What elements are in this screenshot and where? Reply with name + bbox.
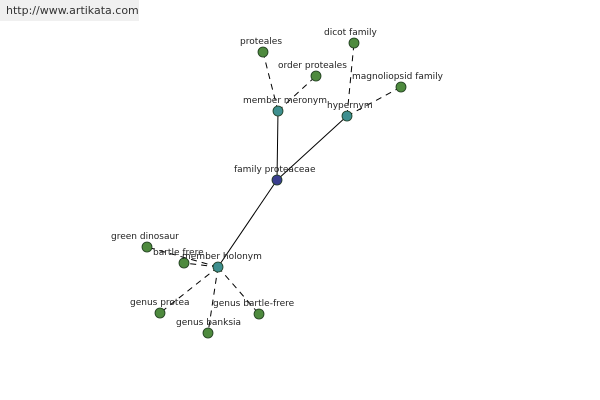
node-label-bartle-frere[interactable]: bartle frere: [153, 248, 204, 258]
node-label-magnoliopsid-family[interactable]: magnoliopsid family: [352, 72, 444, 82]
node-label-green-dinosaur[interactable]: green dinosaur: [111, 232, 179, 242]
node-label-family-proteaceae[interactable]: family proteaceae: [234, 165, 316, 175]
edge-member-holonym-to-green-dinosaur: [146, 246, 219, 268]
node-dicot-family[interactable]: [348, 37, 360, 49]
edge-member-holonym-to-genus-banksia: [207, 266, 219, 334]
node-label-order-proteales[interactable]: order proteales: [278, 61, 347, 71]
node-genus-bartle-frere[interactable]: [253, 308, 265, 320]
node-magnoliopsid-family[interactable]: [395, 81, 407, 93]
node-order-proteales[interactable]: [310, 70, 322, 82]
node-genus-protea[interactable]: [154, 307, 166, 319]
edge-member-meronym-to-order-proteales: [277, 75, 317, 112]
node-label-genus-banksia[interactable]: genus banksia: [176, 318, 241, 328]
node-member-holonym[interactable]: [212, 261, 224, 273]
node-label-hypernym[interactable]: hypernym: [327, 101, 373, 111]
edge-member-holonym-to-genus-protea: [159, 266, 219, 314]
edges-layer: [146, 42, 402, 334]
edge-member-holonym-to-bartle-frere: [183, 262, 219, 268]
node-label-dicot-family[interactable]: dicot family: [324, 28, 378, 38]
node-label-proteales[interactable]: proteales: [240, 37, 282, 47]
node-proteales[interactable]: [257, 46, 269, 58]
node-label-genus-protea[interactable]: genus protea: [130, 298, 190, 308]
node-family-proteaceae[interactable]: [271, 174, 283, 186]
node-green-dinosaur[interactable]: [141, 241, 153, 253]
edge-family-proteaceae-to-hypernym: [276, 115, 348, 181]
source-url-banner: http://www.artikata.com: [0, 0, 139, 21]
edge-family-proteaceae-to-member-meronym: [276, 110, 279, 181]
node-genus-banksia[interactable]: [202, 327, 214, 339]
edge-hypernym-to-dicot-family: [346, 42, 355, 117]
edge-family-proteaceae-to-member-holonym: [217, 179, 278, 268]
node-hypernym[interactable]: [341, 110, 353, 122]
node-label-genus-bartle-frere[interactable]: genus bartle-frere: [213, 299, 295, 309]
node-label-member-meronym[interactable]: member meronym: [243, 96, 327, 106]
node-label-member-holonym[interactable]: member holonym: [182, 252, 262, 262]
nodes-layer: [141, 37, 407, 339]
node-member-meronym[interactable]: [272, 105, 284, 117]
node-bartle-frere[interactable]: [178, 257, 190, 269]
